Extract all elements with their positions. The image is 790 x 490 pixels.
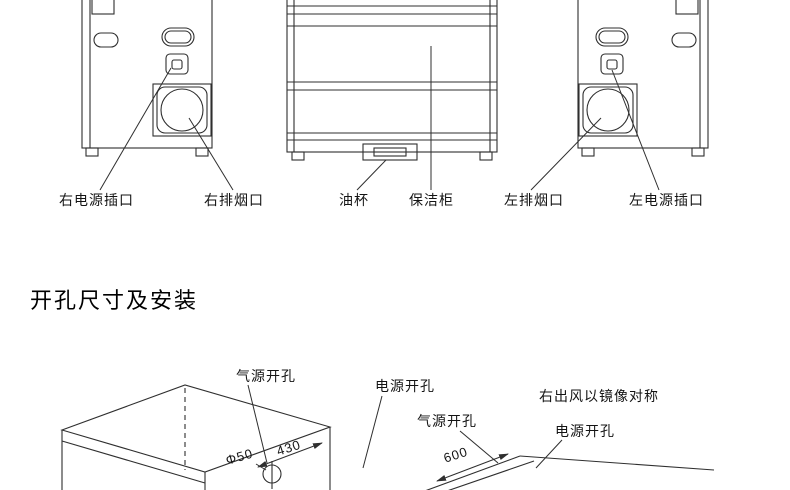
label-clean-cabinet: 保洁柜: [409, 192, 454, 208]
right-side-panel-view: [81, 0, 213, 157]
countertop-drawing-right: [425, 455, 715, 490]
label-oil-cup: 油杯: [339, 192, 369, 208]
label-mirror-note: 右出风以镜像对称: [539, 388, 659, 404]
front-view: [286, 0, 498, 161]
label-gas-hole-1: 气源开孔: [236, 368, 296, 384]
right-exhaust-port: [152, 83, 212, 137]
oil-cup: [362, 143, 418, 161]
label-left-power-socket: 左电源插口: [629, 192, 704, 208]
callout-lines-bottom: [247, 384, 563, 471]
label-left-exhaust-port: 左排烟口: [504, 192, 564, 208]
label-power-hole-1: 电源开孔: [375, 378, 435, 394]
label-right-power-socket: 右电源插口: [59, 192, 134, 208]
left-power-socket: [600, 53, 624, 75]
countertop-drawing-left: [60, 384, 332, 490]
label-right-exhaust-port: 右排烟口: [204, 192, 264, 208]
dimension-lines: [257, 442, 509, 482]
section-heading: 开孔尺寸及安装: [30, 288, 199, 313]
left-exhaust-port: [578, 83, 638, 137]
label-power-hole-2: 电源开孔: [555, 423, 615, 439]
left-side-panel-view: [577, 0, 709, 157]
label-gas-hole-2: 气源开孔: [417, 413, 477, 429]
right-power-socket: [165, 53, 189, 75]
callout-lines-top: [99, 46, 660, 191]
